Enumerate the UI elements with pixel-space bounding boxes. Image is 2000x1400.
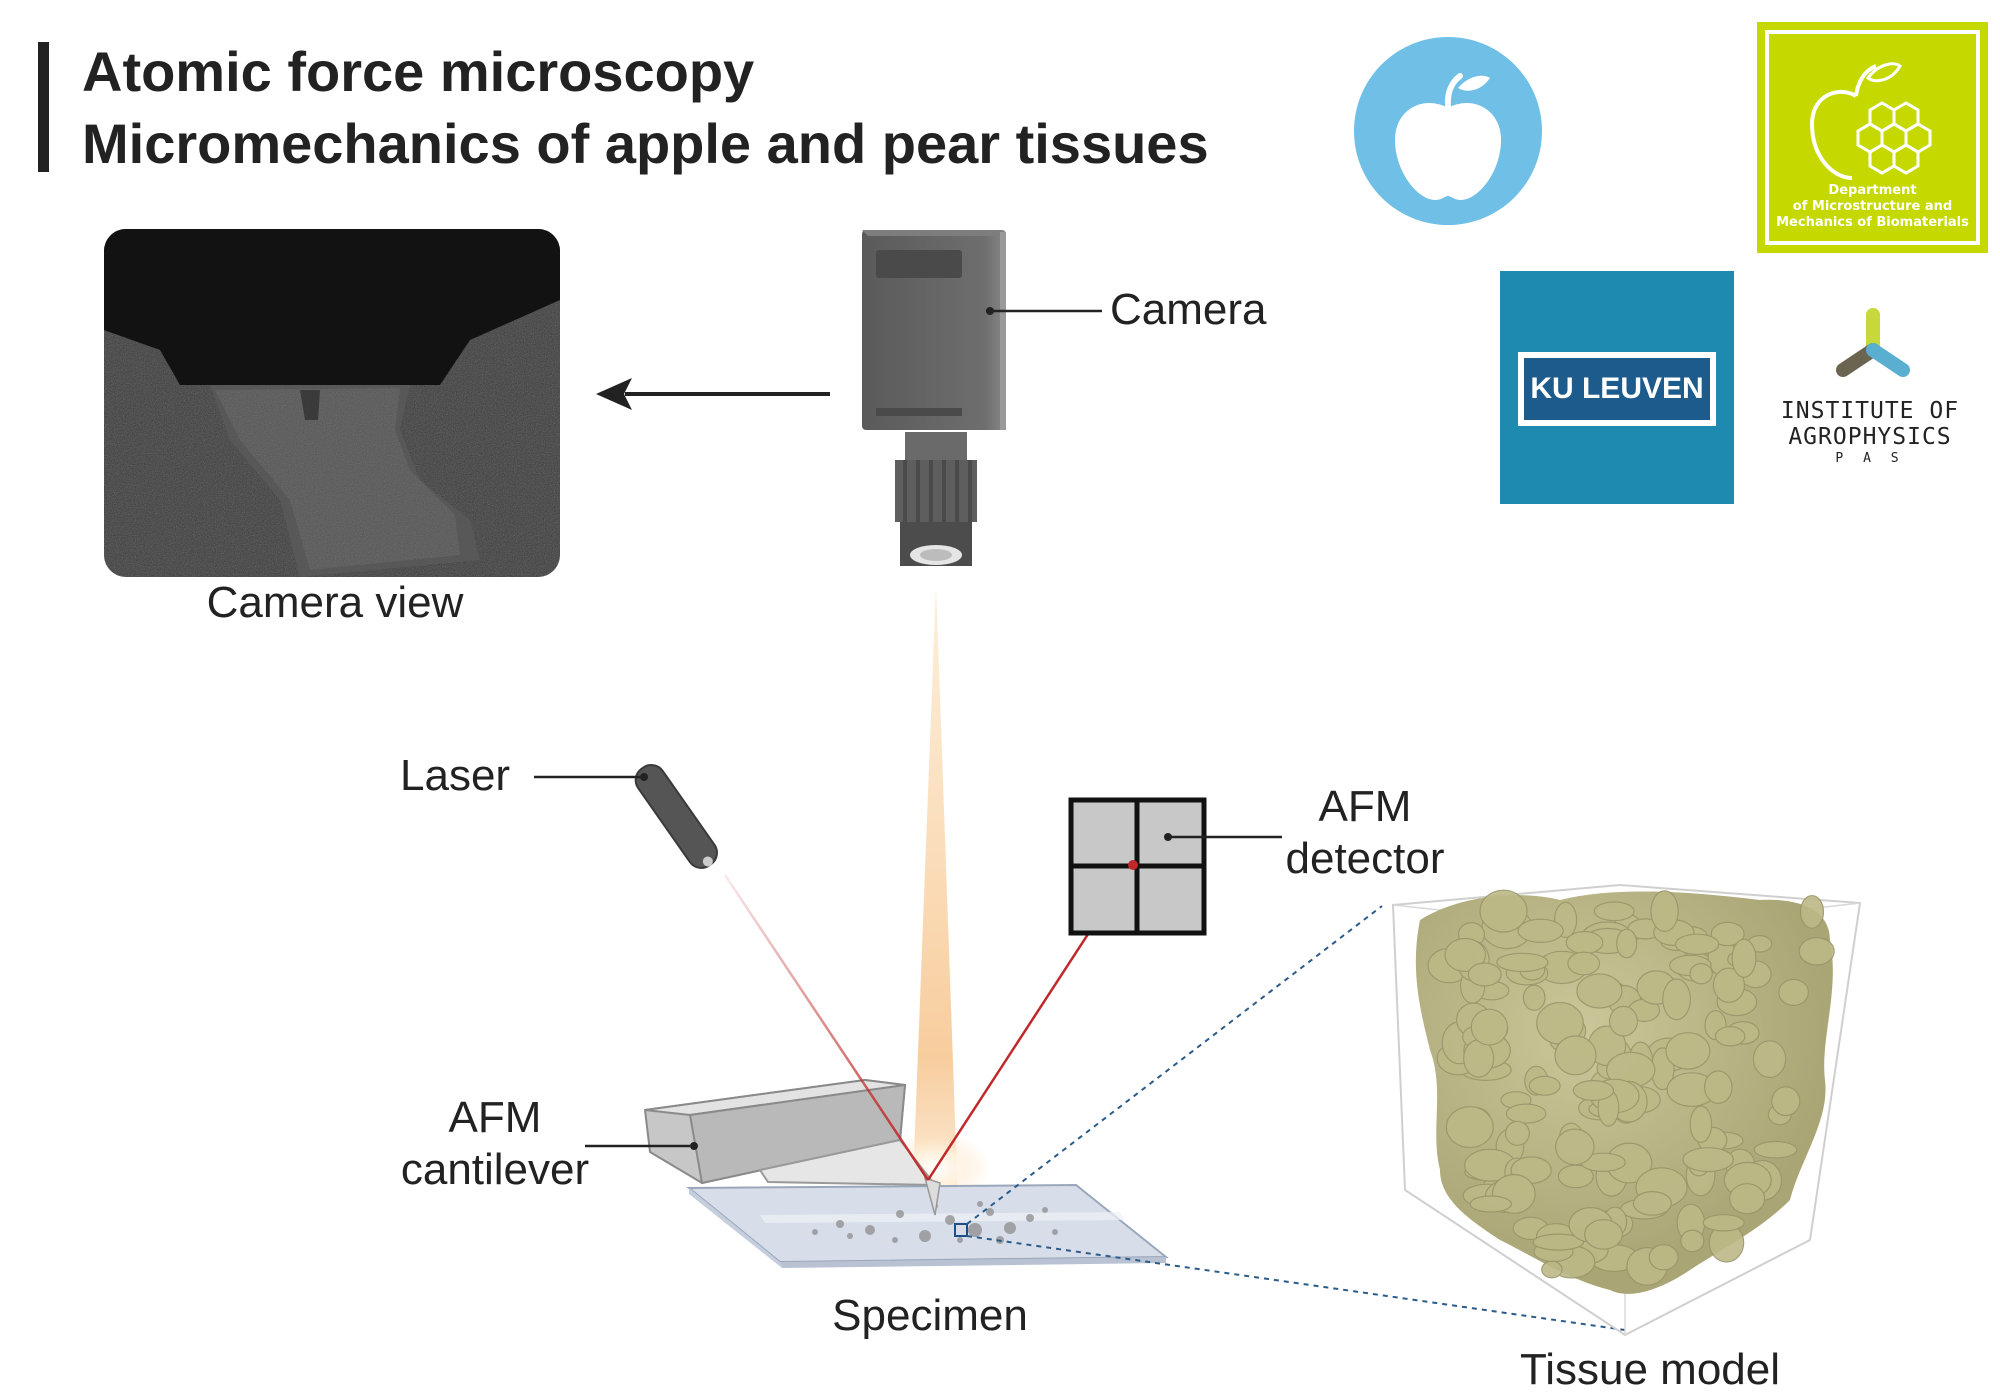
tissue-cell <box>1528 1075 1561 1096</box>
tissue-cell <box>1799 895 1825 929</box>
dept-logo-text: Department of Microstructure and Mechani… <box>1760 183 1985 231</box>
laser-beam-incident <box>723 874 930 1181</box>
tissue-cell <box>1567 951 1601 976</box>
tissue-cell <box>1496 952 1549 973</box>
tissue-cell <box>1444 937 1487 973</box>
afm-cantilever-label: AFM cantilever <box>385 1092 605 1196</box>
tissue-cell <box>1704 1070 1733 1105</box>
dept-logo-line-2: of Microstructure and <box>1792 199 1953 214</box>
afm-detector-line-1: AFM <box>1318 782 1412 831</box>
tissue-cell <box>1522 984 1546 1011</box>
tissue-cell <box>1771 1086 1801 1117</box>
agrophysics-text: INSTITUTE OF AGROPHYSICS P A S <box>1745 398 1995 468</box>
tissue-cell <box>1505 1103 1547 1124</box>
apple-logo <box>1354 37 1542 225</box>
cantilever-icon <box>643 1078 941 1216</box>
tissue-cell <box>1702 1214 1745 1232</box>
tissue-cell <box>1680 1229 1705 1253</box>
afm-cantilever-line-1: AFM <box>448 1093 542 1142</box>
afm-cantilever-line-2: cantilever <box>400 1145 590 1194</box>
tissue-cell <box>1616 928 1638 959</box>
tissue-cell <box>1554 1035 1597 1076</box>
arrow-left-icon <box>596 378 830 410</box>
tissue-cell <box>1731 938 1757 978</box>
tissue-model-label: Tissue model <box>1519 1345 1781 1394</box>
camera-leader-dot <box>986 307 994 315</box>
dept-logo <box>1757 22 1988 253</box>
tissue-cell <box>1712 967 1746 1003</box>
camera-view-label: Camera view <box>206 578 464 627</box>
quad-detector-icon <box>1068 797 1207 936</box>
tissue-cell <box>1593 901 1635 922</box>
tissue-cell <box>1504 1120 1530 1146</box>
ku-leuven-text: KU LEUVEN <box>1530 372 1704 405</box>
tissue-cell <box>1665 1032 1711 1070</box>
ku-leuven-logo <box>1500 271 1734 504</box>
agrophysics-line-1: INSTITUTE OF <box>1780 398 1960 424</box>
zoom-line-top <box>966 905 1383 1225</box>
laser-label: Laser <box>400 751 511 800</box>
tissue-cell <box>1710 921 1745 947</box>
tissue-cell <box>1753 1140 1798 1159</box>
title-line-2: Micromechanics of apple and pear tissues <box>82 112 1209 175</box>
tissue-cell <box>1445 1106 1494 1149</box>
tissue-cell <box>1555 1128 1595 1166</box>
detector-leader-dot <box>1164 833 1172 841</box>
tissue-cell <box>1576 973 1623 1009</box>
zoom-line-bottom <box>966 1235 1626 1331</box>
agrophysics-line-3: P A S <box>1835 451 1905 466</box>
tissue-cell <box>1778 978 1809 1007</box>
page-title: Atomic force microscopy Micromechanics o… <box>82 36 1209 180</box>
tissue-cell <box>1689 1105 1713 1144</box>
tissue-cell <box>1517 918 1564 944</box>
agrophysics-line-2: AGROPHYSICS <box>1788 424 1952 450</box>
dept-logo-line-3: Mechanics of Biomaterials <box>1776 215 1969 230</box>
agrophysics-logo <box>1836 308 1910 377</box>
tissue-cell <box>1714 1026 1746 1047</box>
tissue-cell <box>1689 963 1713 985</box>
tissue-cell <box>1565 930 1604 955</box>
camera-label: Camera <box>1110 285 1267 334</box>
tissue-cell <box>1608 1005 1638 1037</box>
tissue-cell <box>1662 978 1691 1021</box>
tissue-cell <box>1674 933 1720 956</box>
specimen-slide <box>686 1183 1169 1268</box>
tissue-cell <box>1650 890 1679 933</box>
specimen-label: Specimen <box>832 1291 1028 1340</box>
laser-leader-dot <box>640 773 648 781</box>
dept-logo-line-1: Department <box>1828 183 1917 198</box>
laser-icon <box>634 764 718 869</box>
light-cone <box>910 585 960 1260</box>
camera-view-image <box>104 229 560 577</box>
tissue-cell <box>1728 1183 1766 1215</box>
apple-icon <box>1395 73 1501 200</box>
tissue-cell <box>1752 1040 1787 1078</box>
tissue-cell <box>1682 1147 1735 1173</box>
tissue-cell <box>1469 1195 1513 1213</box>
tissue-cell <box>1632 1190 1673 1216</box>
tissue-cell <box>1479 889 1528 933</box>
title-line-1: Atomic force microscopy <box>82 40 755 103</box>
tissue-cell <box>1532 1233 1585 1251</box>
tissue-cell <box>1572 1079 1615 1101</box>
afm-detector-line-2: detector <box>1285 834 1445 883</box>
tissue-cell <box>1583 1219 1623 1250</box>
cantilever-leader-dot <box>690 1142 698 1150</box>
tissue-cell <box>1467 962 1502 987</box>
title-accent-bar <box>38 42 49 172</box>
tissue-cell <box>1470 1008 1509 1046</box>
tissue-cell <box>1648 1244 1679 1271</box>
tissue-cell <box>1798 936 1835 966</box>
tissue-model <box>1391 883 1862 1337</box>
afm-detector-label: AFM detector <box>1265 781 1465 885</box>
tissue-cell <box>1541 1260 1563 1279</box>
camera-icon <box>862 230 1006 566</box>
